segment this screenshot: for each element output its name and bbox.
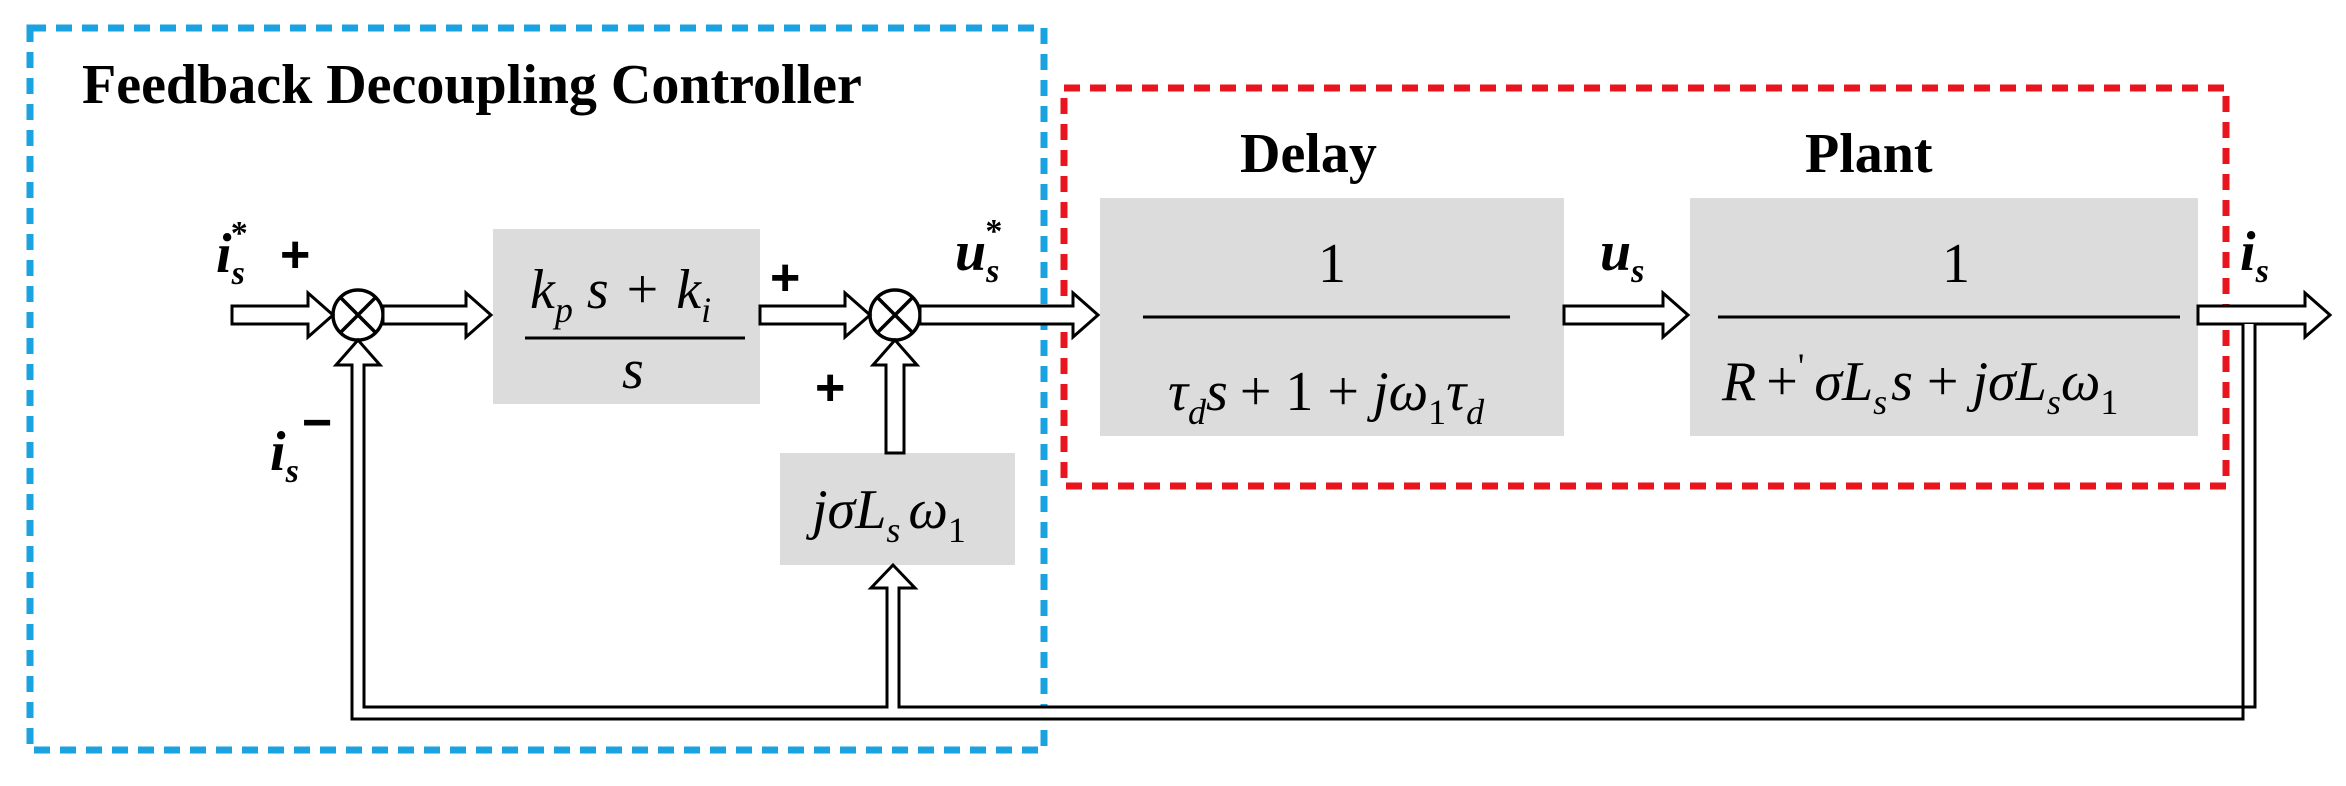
output-current-label: is (2240, 221, 2269, 290)
svg-text:kps+ki: kps+ki (530, 259, 711, 330)
arrow-sum1-to-pi (381, 289, 494, 341)
svg-text:s: s (622, 339, 644, 401)
delay-block: 1 τds+ 1 +jω1τd (1100, 198, 1564, 436)
sign-sum2-pi: + (770, 249, 800, 307)
sign-sum1-feedback: − (302, 394, 332, 452)
arrow-sum2-to-delay (918, 289, 1101, 341)
delay-plant-region (1060, 84, 2230, 490)
svg-text:R+'σLss+jσLsω1: R+'σLss+jσLsω1 (1721, 346, 2118, 422)
arrow-delay-to-plant (1562, 289, 1691, 341)
controller-region (26, 24, 1048, 754)
svg-text:1: 1 (1318, 233, 1346, 295)
svg-text:1: 1 (1942, 233, 1970, 295)
plant-block: 1 R+'σLss+jσLsω1 (1690, 198, 2198, 436)
arrow-plant-to-output (2196, 289, 2333, 341)
sign-sum2-decouple: + (815, 359, 845, 417)
summing-junction-2 (868, 288, 922, 342)
feedback-path (332, 324, 2257, 721)
delay-title: Delay (1240, 123, 1377, 185)
voltage-label: us (1600, 221, 1644, 290)
voltage-ref-label: us* (955, 213, 1002, 290)
svg-text:jσLsω1: jσLsω1 (806, 479, 966, 550)
plant-title: Plant (1805, 123, 1933, 185)
summing-junction-1 (331, 288, 385, 342)
controller-title: Feedback Decoupling Controller (82, 54, 862, 116)
arrow-decouple-to-sum2 (869, 337, 921, 455)
feedback-path-inner (2241, 324, 2257, 719)
fb-current-label: is (270, 421, 299, 490)
sign-sum1-ref: + (280, 226, 310, 284)
ref-current-label: is* (216, 215, 248, 292)
arrow-pi-to-sum2 (758, 289, 873, 341)
svg-text:τds+ 1 +jω1τd: τds+ 1 +jω1τd (1168, 361, 1485, 432)
arrow-ref-to-sum1 (230, 289, 336, 341)
